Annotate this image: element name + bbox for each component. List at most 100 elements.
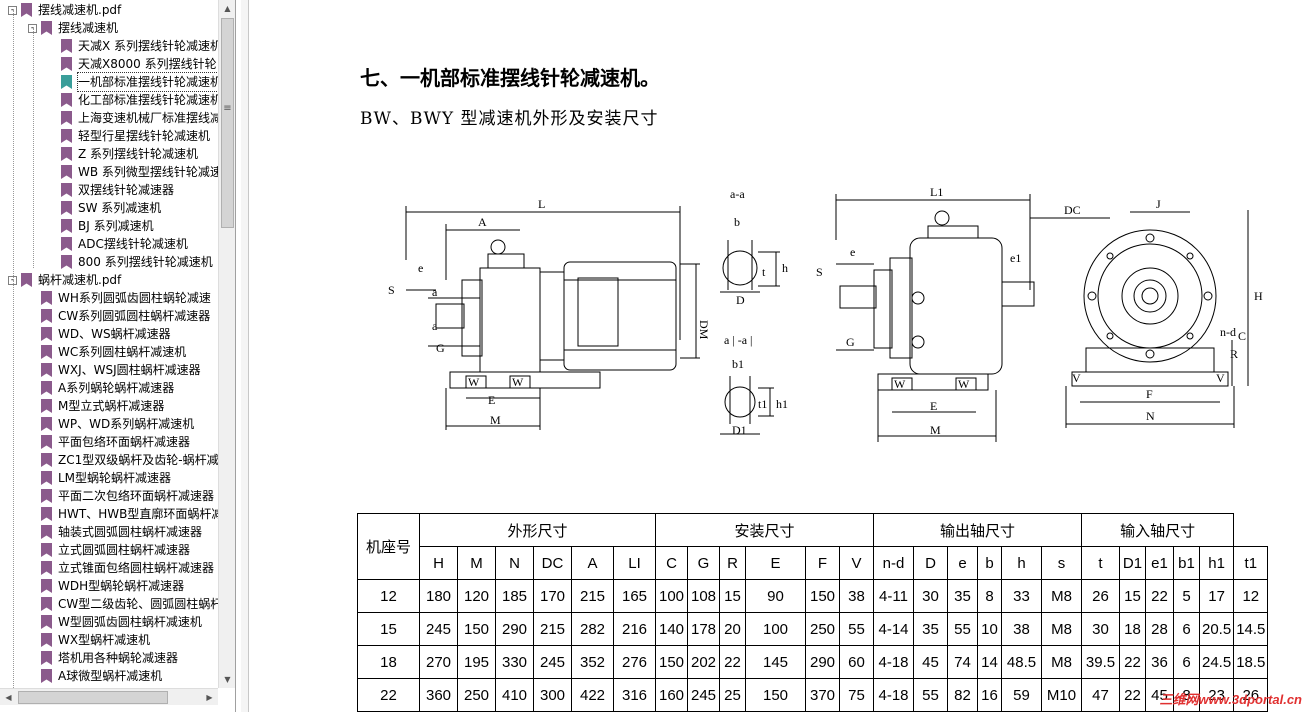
bookmark-item[interactable]: 立式圆弧圆柱蜗杆减速器 [28,541,190,559]
bookmark-item[interactable]: 天减X 系列摆线针轮减速机 [48,37,218,55]
scroll-left-icon[interactable]: ◀ [5,693,12,702]
bookmark-item[interactable]: 化工部标准摆线针轮减速机 [48,91,218,109]
table-cell: 22 [357,678,420,712]
table-cell: M8 [1041,645,1082,679]
bookmark-item[interactable]: WH系列圆弧齿圆柱蜗轮减速 [28,289,211,307]
bookmark-item[interactable]: -摆线减速机 [28,19,118,37]
bookmark-item[interactable]: M型立式蜗杆减速器 [28,397,164,415]
dim-b: b [734,215,740,229]
table-row-header: 机座号 [357,513,420,580]
bookmark-item[interactable]: 轻型行星摆线针轮减速机 [48,127,210,145]
bookmark-item[interactable]: CW系列圆弧圆柱蜗杆减速器 [28,307,210,325]
table-cell: 38 [839,579,874,613]
table-column-header: D [913,546,948,580]
bookmark-item[interactable]: SW 系列减速机 [48,199,161,217]
horizontal-scrollbar[interactable]: ◀ ▶ [0,688,218,705]
panel-splitter[interactable] [241,0,249,712]
bookmark-label: 塔机用各种蜗轮减速器 [58,651,179,665]
table-cell: 290 [495,612,534,646]
bookmark-item[interactable]: WD、WS蜗杆减速器 [28,325,171,343]
scroll-thumb[interactable] [221,18,234,228]
bookmark-icon [41,453,52,467]
bookmark-icon [41,309,52,323]
table-cell: 90 [745,579,806,613]
bookmark-item[interactable]: BJ 系列减速机 [48,217,154,235]
bookmark-icon [41,21,52,35]
bookmark-item[interactable]: -摆线减速机.pdf [8,1,121,19]
scroll-down-icon[interactable]: ▼ [224,675,231,684]
table-column-header: n-d [873,546,914,580]
bookmark-label: 化工部标准摆线针轮减速机 [78,93,218,107]
vertical-scrollbar[interactable]: ▲ ≡ ▼ [218,0,235,688]
collapse-toggle-icon[interactable]: - [8,5,17,15]
bookmark-item[interactable]: 轴装式圆弧圆柱蜗杆减速器 [28,523,202,541]
bookmark-item[interactable]: W型圆弧齿圆柱蜗杆减速机 [28,613,202,631]
bookmark-item[interactable]: WDH型蜗轮蜗杆减速器 [28,577,184,595]
bookmark-item[interactable]: 立式锥面包络圆柱蜗杆减速器 [28,559,214,577]
bookmark-label: WH系列圆弧齿圆柱蜗轮减速 [58,291,211,305]
bookmark-item[interactable]: A球微型蜗杆减速机 [28,667,162,685]
bookmark-label: ADC摆线针轮减速机 [78,237,188,251]
bookmark-icon [41,363,52,377]
scroll-up-icon[interactable]: ▲ [224,4,231,13]
bookmark-item[interactable]: 平面包络环面蜗杆减速器 [28,433,190,451]
table-cell: 15 [1119,579,1146,613]
dim-L: L [538,197,545,211]
bookmark-item[interactable]: ADC摆线针轮减速机 [48,235,188,253]
bookmark-item[interactable]: Z 系列摆线针轮减速机 [48,145,198,163]
bookmark-icon [41,615,52,629]
table-cell: 4-14 [873,612,914,646]
bookmark-item[interactable]: 塔机用各种蜗轮减速器 [28,649,178,667]
bookmark-item[interactable]: 双摆线针轮减速器 [48,181,174,199]
bookmark-icon [61,201,72,215]
bookmark-icon [41,435,52,449]
bookmark-item[interactable]: LM型蜗轮蜗杆减速器 [28,469,171,487]
table-cell: 202 [687,645,720,679]
bookmark-item[interactable]: WP、WD系列蜗杆减速机 [28,415,194,433]
bookmark-item[interactable]: ZC1型双级蜗杆及齿轮-蜗杆减 [28,451,218,469]
bookmark-item[interactable]: WC系列圆柱蜗杆减速机 [28,343,186,361]
bookmark-item[interactable]: WXJ、WSJ圆柱蜗杆减速器 [28,361,201,379]
table-column-header: D1 [1119,546,1146,580]
dim-t1: t1 [758,397,767,411]
table-group-header: 输出轴尺寸 [873,513,1082,547]
bookmark-icon [61,219,72,233]
collapse-toggle-icon[interactable]: - [8,275,17,285]
bookmark-label: 平面包络环面蜗杆减速器 [58,435,191,449]
bookmark-item[interactable]: 平面二次包络环面蜗杆减速器 [28,487,214,505]
bookmark-item[interactable]: 上海变速机械厂标准摆线减 [48,109,218,127]
bookmark-item[interactable]: WX型蜗杆减速机 [28,631,150,649]
dim-t: t [762,265,766,279]
bookmark-item[interactable]: 天减X8000 系列摆线针轮 [48,55,217,73]
bookmark-icon [41,579,52,593]
collapse-toggle-icon[interactable]: - [28,23,37,33]
bookmark-item[interactable]: A系列蜗轮蜗杆减速器 [28,379,174,397]
table-cell: 22 [1145,579,1174,613]
dim-W-4: W [958,377,970,391]
bookmark-label: WDH型蜗轮蜗杆减速器 [58,579,185,593]
bookmark-icon [61,93,72,107]
bookmark-item[interactable]: 800 系列摆线针轮减速机 [48,253,213,271]
table-cell: 276 [613,645,656,679]
bookmark-item[interactable]: CW型二级齿轮、圆弧圆柱蜗杆 [28,595,218,613]
bookmark-item[interactable]: 一机部标准摆线针轮减速机 [48,72,218,92]
table-cell: 178 [687,612,720,646]
dim-e: e [418,261,423,275]
bookmark-item[interactable]: WB 系列微型摆线针轮减速 [48,163,218,181]
bookmark-label: WXJ、WSJ圆柱蜗杆减速器 [58,363,201,377]
table-cell: 75 [839,678,874,712]
dim-S-2: S [816,265,823,279]
dim-a2: a [432,319,438,333]
table-column-header: s [1041,546,1082,580]
table-column-header: N [495,546,534,580]
table-cell: 18 [357,645,420,679]
bookmark-item[interactable]: HWT、HWB型直廓环面蜗杆减 [28,505,218,523]
technical-drawing: L A e S a a G W W E M DM a-a [388,185,1263,442]
scroll-right-icon[interactable]: ▶ [206,693,213,702]
bookmark-item[interactable]: -蜗杆减速机.pdf [8,271,121,289]
table-cell: 195 [457,645,496,679]
bookmarks-panel: -摆线减速机.pdf-摆线减速机天减X 系列摆线针轮减速机天减X8000 系列摆… [0,0,236,712]
hscroll-thumb[interactable] [18,691,168,704]
section-a-a-2: a | -a | [724,333,752,347]
